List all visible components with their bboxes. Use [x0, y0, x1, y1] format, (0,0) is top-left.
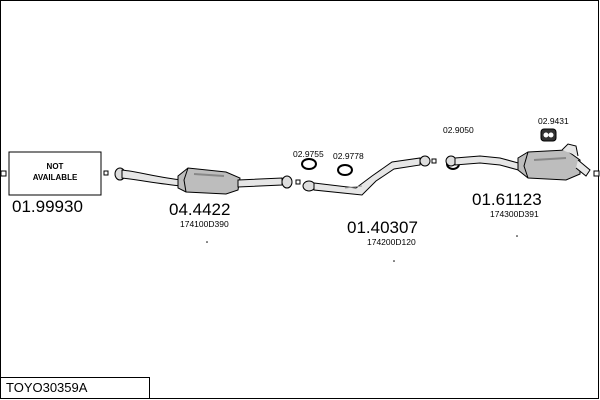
- accessory-number-02-9050: 02.9050: [443, 125, 474, 135]
- front-pipe-not-available-box: NOT AVAILABLE: [8, 151, 102, 196]
- part-number-catalyst: 04.4422: [169, 200, 230, 219]
- part-number-centre-pipe: 01.40307: [347, 218, 418, 237]
- rear-silencer-section: [445, 143, 591, 181]
- section-joint-marker-2: [431, 158, 437, 164]
- dot-marker-1: [206, 241, 208, 243]
- gasket-02-9778-icon: [337, 164, 353, 176]
- part-number-rear-silencer: 01.61123: [472, 190, 542, 209]
- reference-code-box: TOYO30359A: [1, 377, 150, 398]
- left-edge-marker: [0, 170, 7, 177]
- reference-code: TOYO30359A: [6, 380, 88, 395]
- hanger-02-9431-icon: [540, 128, 557, 142]
- accessory-number-02-9755: 02.9755: [293, 149, 324, 159]
- centre-pipe-section: [302, 155, 431, 196]
- right-edge-marker: [593, 170, 600, 177]
- accessory-number-02-9431: 02.9431: [538, 116, 569, 126]
- part-number-front-pipe: 01.99930: [12, 197, 83, 216]
- not-available-line1: NOT: [47, 162, 64, 171]
- dot-marker-3: [516, 235, 518, 237]
- oe-ref-centre-pipe: 174200D120: [367, 237, 416, 247]
- not-available-line2: AVAILABLE: [33, 173, 78, 182]
- gasket-02-9755-icon: [301, 158, 317, 170]
- oe-ref-rear-silencer: 174300D391: [490, 209, 539, 219]
- section-joint-marker-1: [295, 179, 301, 185]
- accessory-number-02-9778: 02.9778: [333, 151, 364, 161]
- dot-marker-2: [393, 260, 395, 262]
- front-pipe-end-marker: [103, 170, 109, 176]
- catalytic-converter-section: [114, 167, 293, 195]
- oe-ref-catalyst: 174100D390: [180, 219, 229, 229]
